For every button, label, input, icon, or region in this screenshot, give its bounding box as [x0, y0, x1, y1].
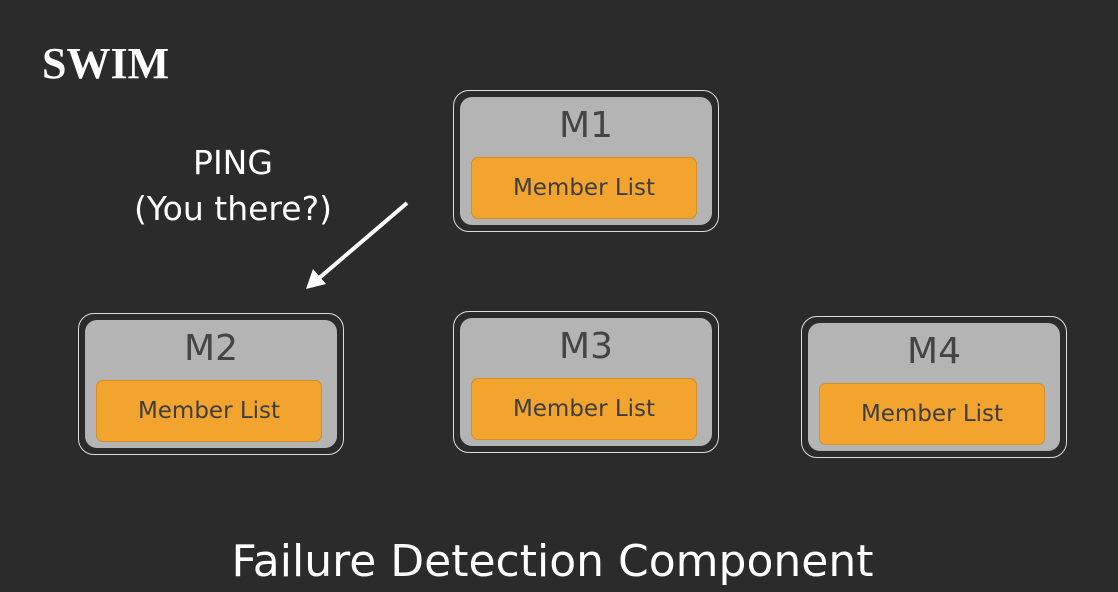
slide-title: SWIM [42, 39, 170, 88]
node-name: M1 [559, 105, 613, 146]
ping-label-line2: (You there?) [134, 189, 332, 228]
member-list: Member List [471, 378, 697, 440]
footer-caption: Failure Detection Component [231, 536, 874, 587]
node-m1: M1 Member List [453, 90, 719, 232]
node-m3: M3 Member List [453, 311, 719, 453]
ping-label: PING (You there?) [118, 140, 348, 232]
member-list: Member List [96, 380, 322, 442]
member-list: Member List [471, 157, 697, 219]
node-name: M2 [184, 328, 238, 369]
node-m2: M2 Member List [78, 313, 344, 455]
node-name: M4 [907, 331, 961, 372]
member-list: Member List [819, 383, 1045, 445]
node-m4: M4 Member List [801, 316, 1067, 458]
ping-label-line1: PING [193, 143, 273, 182]
node-name: M3 [559, 326, 613, 367]
